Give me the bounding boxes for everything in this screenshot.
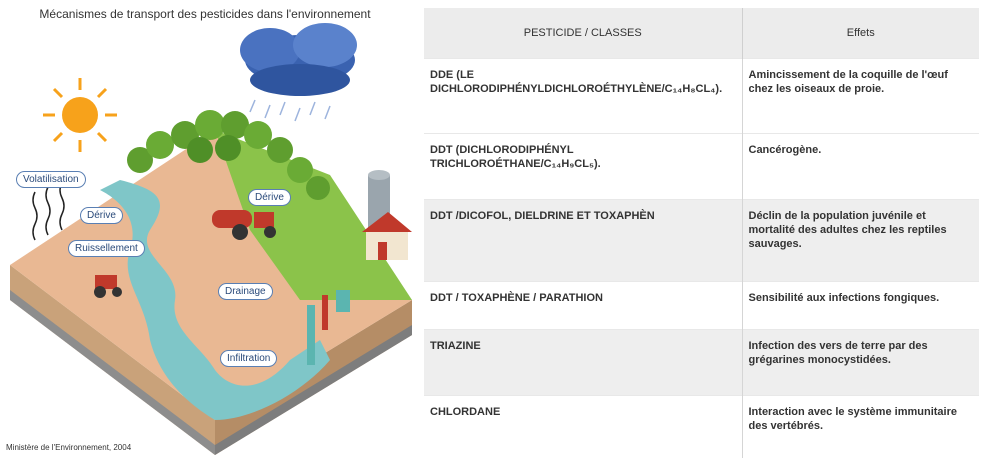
cell-effet: Amincissement de la coquille de l'œuf ch… [742, 58, 979, 134]
grass-area [215, 130, 412, 300]
pesticide-effects-table-panel: PESTICIDE / CLASSES Effets DDE (LE DICHL… [421, 0, 981, 458]
label-drainage: Drainage [218, 283, 273, 300]
landscape-illustration [10, 23, 412, 455]
rock-layer-right [215, 325, 412, 455]
table-row: TRIAZINE Infection des vers de terre par… [424, 329, 979, 396]
farm-buildings [362, 170, 412, 260]
label-derive-left: Dérive [80, 207, 123, 224]
cell-effet: Déclin de la population juvénile et mort… [742, 199, 979, 282]
table-header-row: PESTICIDE / CLASSES Effets [424, 8, 979, 59]
cell-pesticide: DDE (LE DICHLORODIPHÉNYLDICHLOROÉTHYLÈNE… [424, 58, 743, 134]
cell-effet: Infection des vers de terre par des grég… [742, 329, 979, 396]
rock-layer-left [10, 290, 215, 455]
volatilisation-vapour [32, 181, 65, 241]
header-pesticide: PESTICIDE / CLASSES [424, 8, 743, 59]
label-infiltration: Infiltration [220, 350, 278, 367]
forest [127, 110, 330, 200]
table-row: CHLORDANE Interaction avec le système im… [424, 395, 979, 458]
field-tractor [94, 275, 122, 298]
river [100, 180, 330, 420]
cell-pesticide: CHLORDANE [424, 395, 743, 458]
cell-pesticide: DDT /DICOFOL, DIELDRINE ET TOXAPHÈN [424, 199, 743, 282]
cell-pesticide: DDT / TOXAPHÈNE / PARATHION [424, 281, 743, 330]
source-credit: Ministère de l'Environnement, 2004 [6, 443, 132, 452]
table-row: DDT /DICOFOL, DIELDRINE ET TOXAPHÈN Décl… [424, 199, 979, 282]
label-ruissellement: Ruissellement [68, 240, 145, 257]
cell-effet: Sensibilité aux infections fongiques. [742, 281, 979, 330]
cell-pesticide: TRIAZINE [424, 329, 743, 396]
label-derive-right: Dérive [248, 189, 291, 206]
sprayer-tractor [212, 210, 276, 240]
label-volatilisation: Volatilisation [16, 171, 86, 188]
header-effets: Effets [742, 8, 979, 59]
rain-cloud [240, 23, 357, 122]
cell-pesticide: DDT (DICHLORODIPHÉNYL TRICHLOROÉTHANE/C₁… [424, 133, 743, 200]
sun [43, 78, 117, 152]
table-row: DDT / TOXAPHÈNE / PARATHION Sensibilité … [424, 281, 979, 330]
pesticide-transport-diagram: Mécanismes de transport des pesticides d… [0, 0, 420, 458]
cell-effet: Cancérogène. [742, 133, 979, 200]
groundwater-well [307, 290, 350, 365]
cell-effet: Interaction avec le système immunitaire … [742, 395, 979, 458]
pesticide-effects-table: PESTICIDE / CLASSES Effets DDE (LE DICHL… [424, 8, 979, 458]
table-row: DDE (LE DICHLORODIPHÉNYLDICHLOROÉTHYLÈNE… [424, 58, 979, 134]
diagram-title: Mécanismes de transport des pesticides d… [39, 7, 371, 21]
table-row: DDT (DICHLORODIPHÉNYL TRICHLOROÉTHANE/C₁… [424, 133, 979, 200]
